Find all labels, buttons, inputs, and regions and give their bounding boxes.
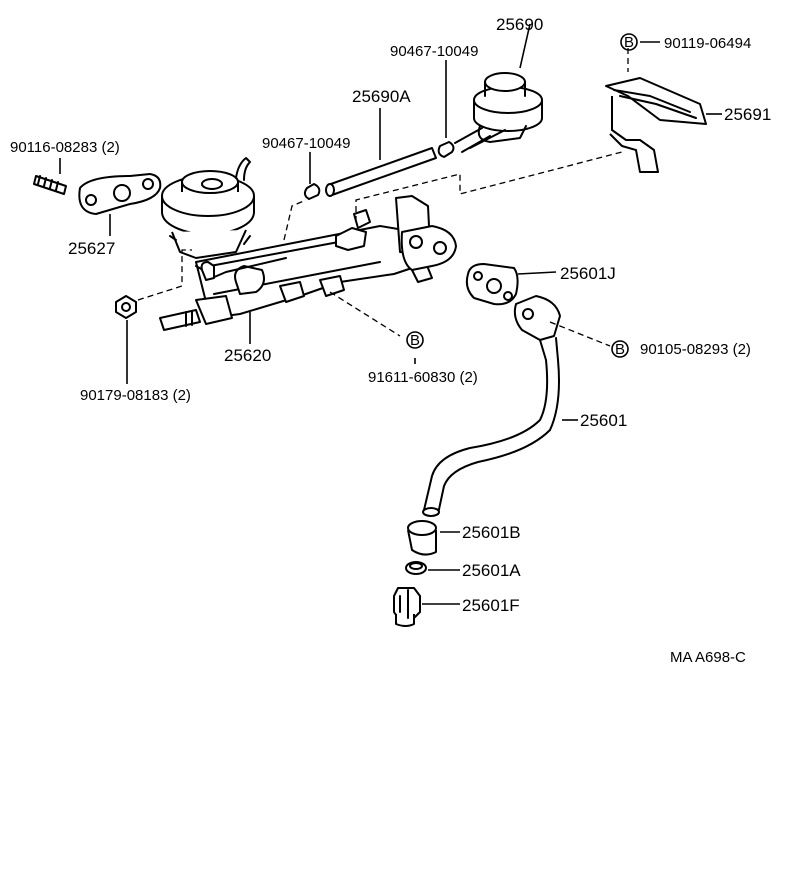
nut-part — [115, 295, 137, 319]
label-25601F: 25601F — [462, 596, 520, 615]
pipe-gasket-part — [465, 263, 519, 306]
label-25627: 25627 — [68, 239, 115, 258]
label-90119-06494: 90119-06494 — [664, 35, 751, 52]
egr-valve-part — [161, 157, 255, 259]
egr-pipe-part — [422, 295, 561, 517]
pipe-sleeve-part — [407, 520, 437, 556]
label-90179-08183: 90179-08183 (2) — [80, 387, 191, 404]
label-25601J: 25601J — [560, 264, 616, 283]
b-marker-90119: B — [620, 33, 638, 51]
stud-bolt-part — [33, 175, 67, 195]
label-90105-08293: 90105-08293 (2) — [640, 341, 751, 358]
label-90116-08283: 90116-08283 (2) — [10, 139, 120, 156]
label-90467-10049-upper: 90467-10049 — [390, 43, 478, 60]
egr-gasket-part — [78, 173, 162, 215]
hose-clip-lower — [303, 183, 321, 200]
diagram-code: MA A698-C — [670, 649, 746, 666]
label-25601: 25601 — [580, 411, 627, 430]
svg-text:B: B — [615, 341, 625, 358]
leader-lines — [59, 23, 722, 605]
svg-text:B: B — [624, 34, 634, 51]
vacuum-modulator-part — [454, 72, 543, 153]
label-91611-60830: 91611-60830 (2) — [368, 369, 478, 386]
hose-clip-upper — [437, 141, 455, 158]
b-marker-91611: B — [406, 331, 424, 349]
label-90467-10049-lower: 90467-10049 — [262, 135, 350, 152]
pipe-union-part — [393, 587, 421, 627]
label-25690A: 25690A — [352, 87, 411, 106]
label-25620: 25620 — [224, 346, 271, 365]
label-25690: 25690 — [496, 15, 543, 34]
b-marker-90105: B — [611, 340, 629, 358]
label-25691: 25691 — [724, 105, 771, 124]
egr-pipe-manifold-part — [159, 195, 457, 331]
label-25601B: 25601B — [462, 523, 521, 542]
bracket-part — [605, 77, 707, 173]
pipe-ring-part — [405, 561, 427, 575]
vacuum-hose-part — [325, 147, 437, 197]
label-25601A: 25601A — [462, 561, 521, 580]
svg-text:B: B — [410, 332, 420, 349]
